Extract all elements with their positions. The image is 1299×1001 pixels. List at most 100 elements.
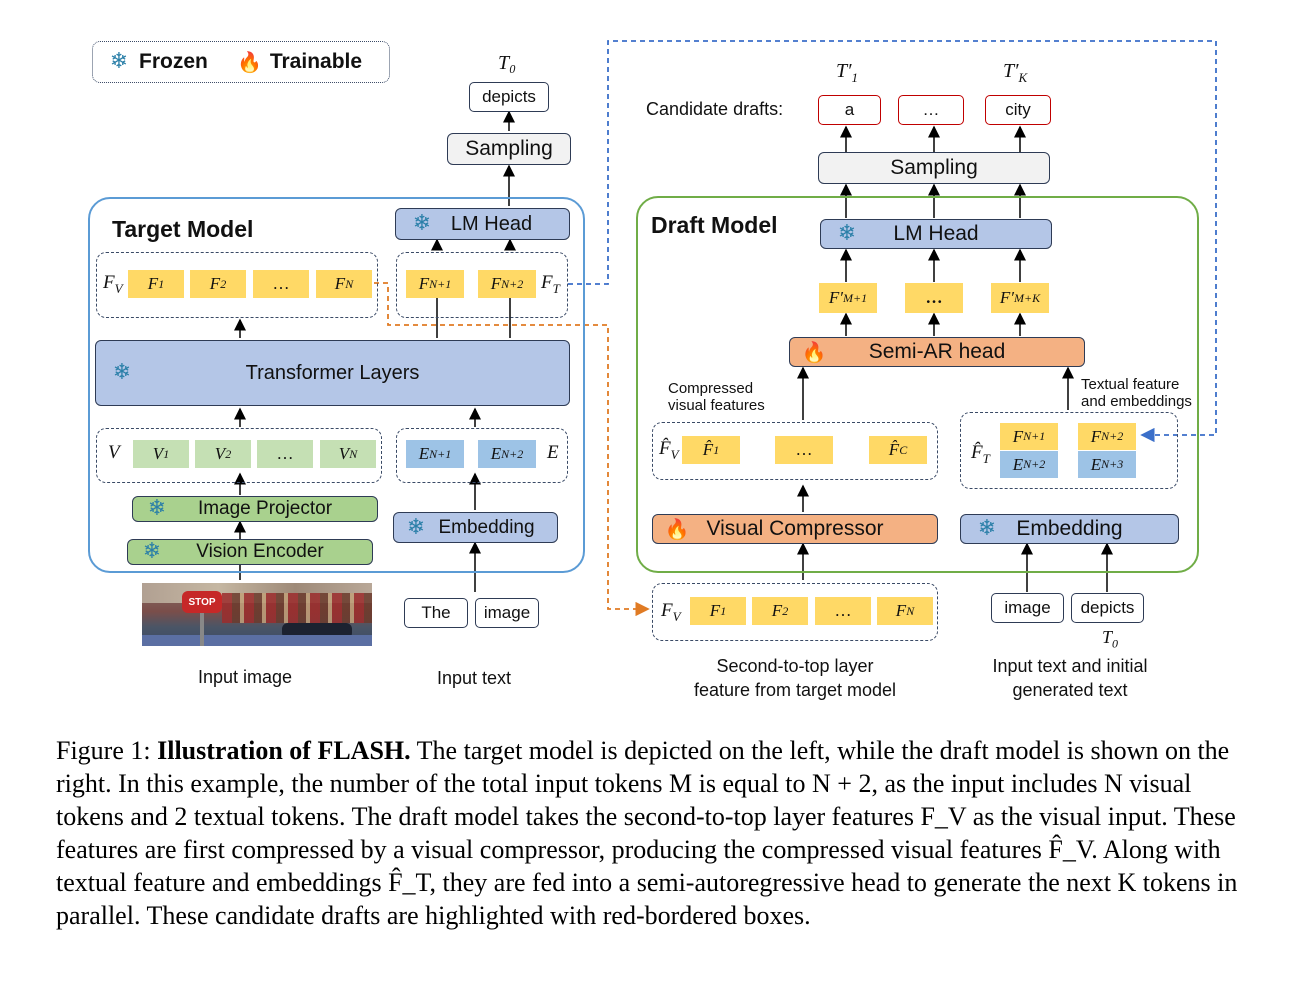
target-lm-head: ❄ LM Head	[395, 208, 570, 240]
image-projector-label: Image Projector	[197, 498, 333, 519]
second-to-top-ellipsis: …	[815, 597, 871, 625]
embedding-tokens-group	[396, 428, 568, 483]
legend-frozen: Frozen	[139, 50, 208, 73]
input-image: STOP	[142, 583, 372, 646]
target-sampling: Sampling	[447, 133, 571, 165]
draft-input-caption-line-1: Input text and initial	[992, 656, 1148, 676]
compressed-visual-c: F̂C	[869, 436, 927, 464]
compressed-visual-ellipsis: …	[775, 436, 833, 464]
target-output-t0: T₀	[498, 52, 517, 74]
target-feature-v-group	[96, 252, 378, 318]
target-embedding-label: Embedding	[438, 516, 535, 538]
legend: ❄ Frozen 🔥 Trainable	[92, 41, 390, 83]
draft-feature-prime-1: F′M+1	[819, 283, 877, 313]
draft-input-caption-line-2: generated text	[1012, 680, 1128, 700]
visual-tokens-group	[96, 428, 382, 483]
visual-tokens-label: V	[108, 442, 120, 463]
target-feature-t-label: FT	[541, 272, 560, 296]
embedding-tokens-label: E	[547, 442, 559, 463]
compressed-visual-label: F̂V	[659, 438, 679, 462]
compressed-features-label: Compressed visual features	[668, 380, 765, 414]
compressed-visual-group	[652, 422, 938, 480]
snowflake-icon: ❄	[109, 49, 129, 74]
transformer-layers: ❄ Transformer Layers	[95, 340, 570, 406]
figure-caption: Figure 1: Illustration of FLASH. The tar…	[56, 734, 1246, 932]
snowflake-icon: ❄	[112, 360, 132, 385]
draft-embedding-label: Embedding	[1016, 517, 1123, 540]
flame-icon: 🔥	[664, 517, 690, 541]
draft-model-panel	[636, 196, 1199, 573]
visual-compressor: 🔥 Visual Compressor	[652, 514, 938, 544]
vision-encoder-label: Vision Encoder	[196, 541, 324, 562]
draft-sampling: Sampling	[818, 152, 1050, 184]
compressed-features-line-1: Compressed	[668, 380, 754, 397]
second-to-top-caption: Second-to-top layer feature from target …	[660, 654, 930, 702]
input-text-label: Input text	[436, 668, 512, 688]
candidate-drafts-label: Candidate drafts:	[646, 99, 784, 119]
transformer-layers-label: Transformer Layers	[245, 361, 420, 384]
visual-token-ellipsis: …	[257, 440, 313, 468]
draft-lm-head-label: LM Head	[893, 222, 979, 245]
target-model-title: Target Model	[112, 216, 254, 242]
candidate-tk-label: T′K	[1003, 60, 1028, 85]
candidate-draft-ellipsis: …	[898, 95, 964, 125]
textual-features-line-2: and embeddings	[1081, 393, 1192, 410]
caption-bold: Illustration of FLASH.	[157, 736, 411, 765]
draft-feature-prime-ellipsis: …	[905, 283, 963, 313]
flame-icon: 🔥	[801, 340, 827, 364]
snowflake-icon: ❄	[837, 221, 857, 246]
target-lm-head-label: LM Head	[450, 212, 533, 235]
second-to-top-group	[652, 583, 938, 641]
textual-features-label: Textual feature and embeddings	[1081, 376, 1192, 410]
input-token-the: The	[404, 598, 468, 628]
target-feature-t-group	[396, 252, 568, 318]
semi-ar-head: 🔥 Semi-AR head	[789, 337, 1085, 367]
caption-text: The target model is depicted on the left…	[56, 736, 1238, 930]
draft-input-caption: Input text and initial generated text	[960, 654, 1180, 702]
target-output-token: depicts	[469, 82, 549, 112]
candidate-t1-label: T′1	[836, 60, 858, 85]
snowflake-icon: ❄	[142, 539, 162, 564]
snowflake-icon: ❄	[406, 514, 426, 540]
legend-trainable: Trainable	[269, 50, 363, 73]
input-image-label: Input image	[197, 667, 293, 687]
image-projector: ❄ Image Projector	[132, 496, 378, 522]
snowflake-icon: ❄	[412, 211, 432, 236]
draft-input-t0: T0	[1102, 627, 1119, 651]
draft-embedding: ❄ Embedding	[960, 514, 1179, 544]
compressed-visual-1: F̂1	[682, 436, 740, 464]
flame-icon: 🔥	[237, 50, 263, 74]
textual-features-group	[960, 412, 1178, 489]
draft-lm-head: ❄ LM Head	[820, 219, 1052, 249]
draft-input-token-image: image	[991, 593, 1064, 623]
candidate-draft-1: a	[818, 95, 881, 125]
draft-input-token-depicts: depicts	[1071, 593, 1144, 623]
second-to-top-caption-line-1: Second-to-top layer	[716, 656, 874, 676]
target-feature-v-ellipsis: …	[253, 270, 309, 298]
target-feature-v-label: FV	[103, 272, 123, 296]
second-to-top-caption-line-2: feature from target model	[693, 680, 897, 700]
snowflake-icon: ❄	[977, 516, 997, 541]
connector-layer	[234, 40, 1217, 617]
visual-compressor-label: Visual Compressor	[706, 517, 884, 540]
snowflake-icon: ❄	[147, 496, 167, 521]
candidate-draft-k: city	[985, 95, 1051, 125]
textual-features-line-1: Textual feature	[1081, 376, 1180, 393]
draft-feature-prime-k: F′M+K	[991, 283, 1049, 313]
